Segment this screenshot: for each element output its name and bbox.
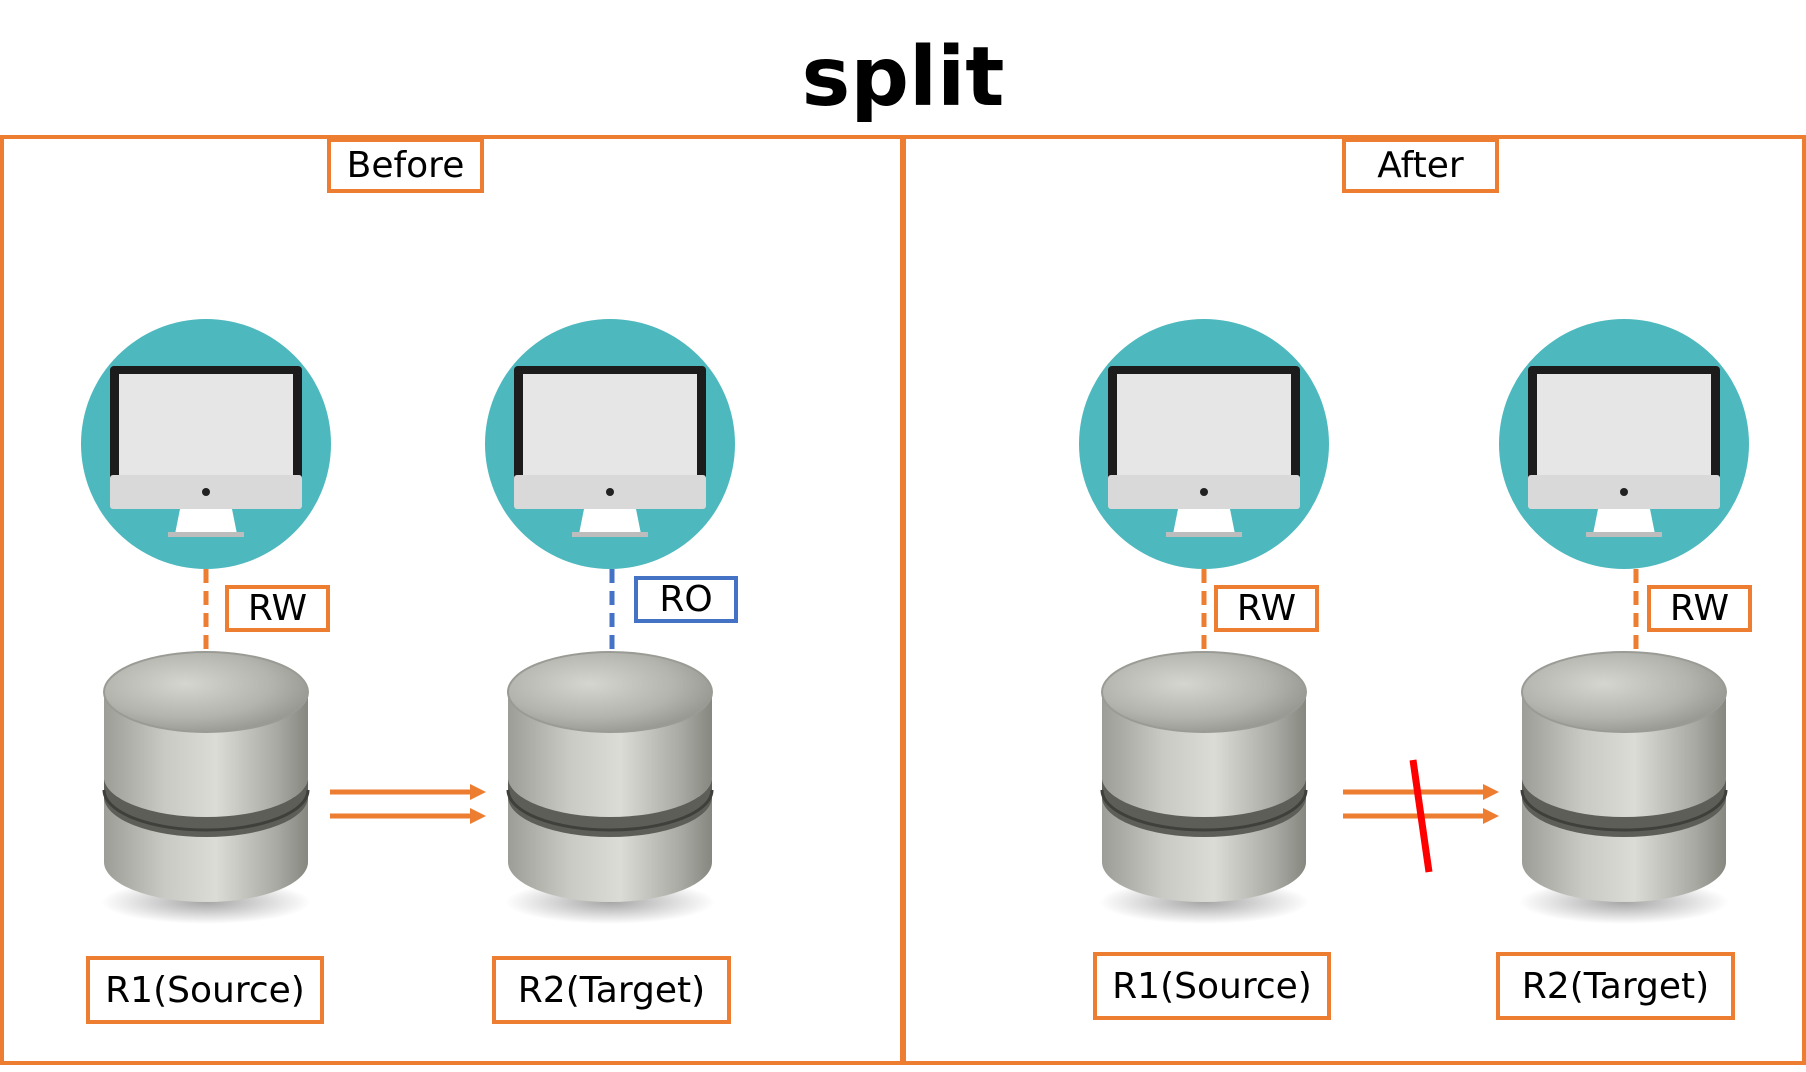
before-panel <box>0 135 906 1065</box>
arrow-head-icon <box>1483 808 1499 824</box>
after-panel <box>900 135 1806 1065</box>
before-target-group <box>485 319 735 926</box>
after-replication-arrows <box>1343 759 1499 873</box>
after-source-group <box>1079 319 1329 926</box>
after-source-name: R1(Source) <box>1093 952 1331 1020</box>
before-source-access-badge: RW <box>225 585 330 632</box>
before-source-name: R1(Source) <box>86 956 324 1024</box>
after-target-name: R2(Target) <box>1496 952 1735 1020</box>
cut-mark-icon <box>1409 759 1433 873</box>
before-heading: Before <box>327 138 484 193</box>
after-source-access-badge: RW <box>1214 585 1319 632</box>
diagram-title: split <box>801 30 1005 125</box>
after-target-group <box>1499 319 1749 926</box>
arrow-head-icon <box>1483 784 1499 800</box>
arrow-head-icon <box>470 784 486 800</box>
after-target-access-badge: RW <box>1647 585 1752 632</box>
before-source-group <box>81 319 331 926</box>
after-heading: After <box>1342 138 1499 193</box>
before-target-access-badge: RO <box>634 576 738 623</box>
before-target-name: R2(Target) <box>492 956 731 1024</box>
before-replication-arrows <box>330 784 486 824</box>
arrow-head-icon <box>470 808 486 824</box>
